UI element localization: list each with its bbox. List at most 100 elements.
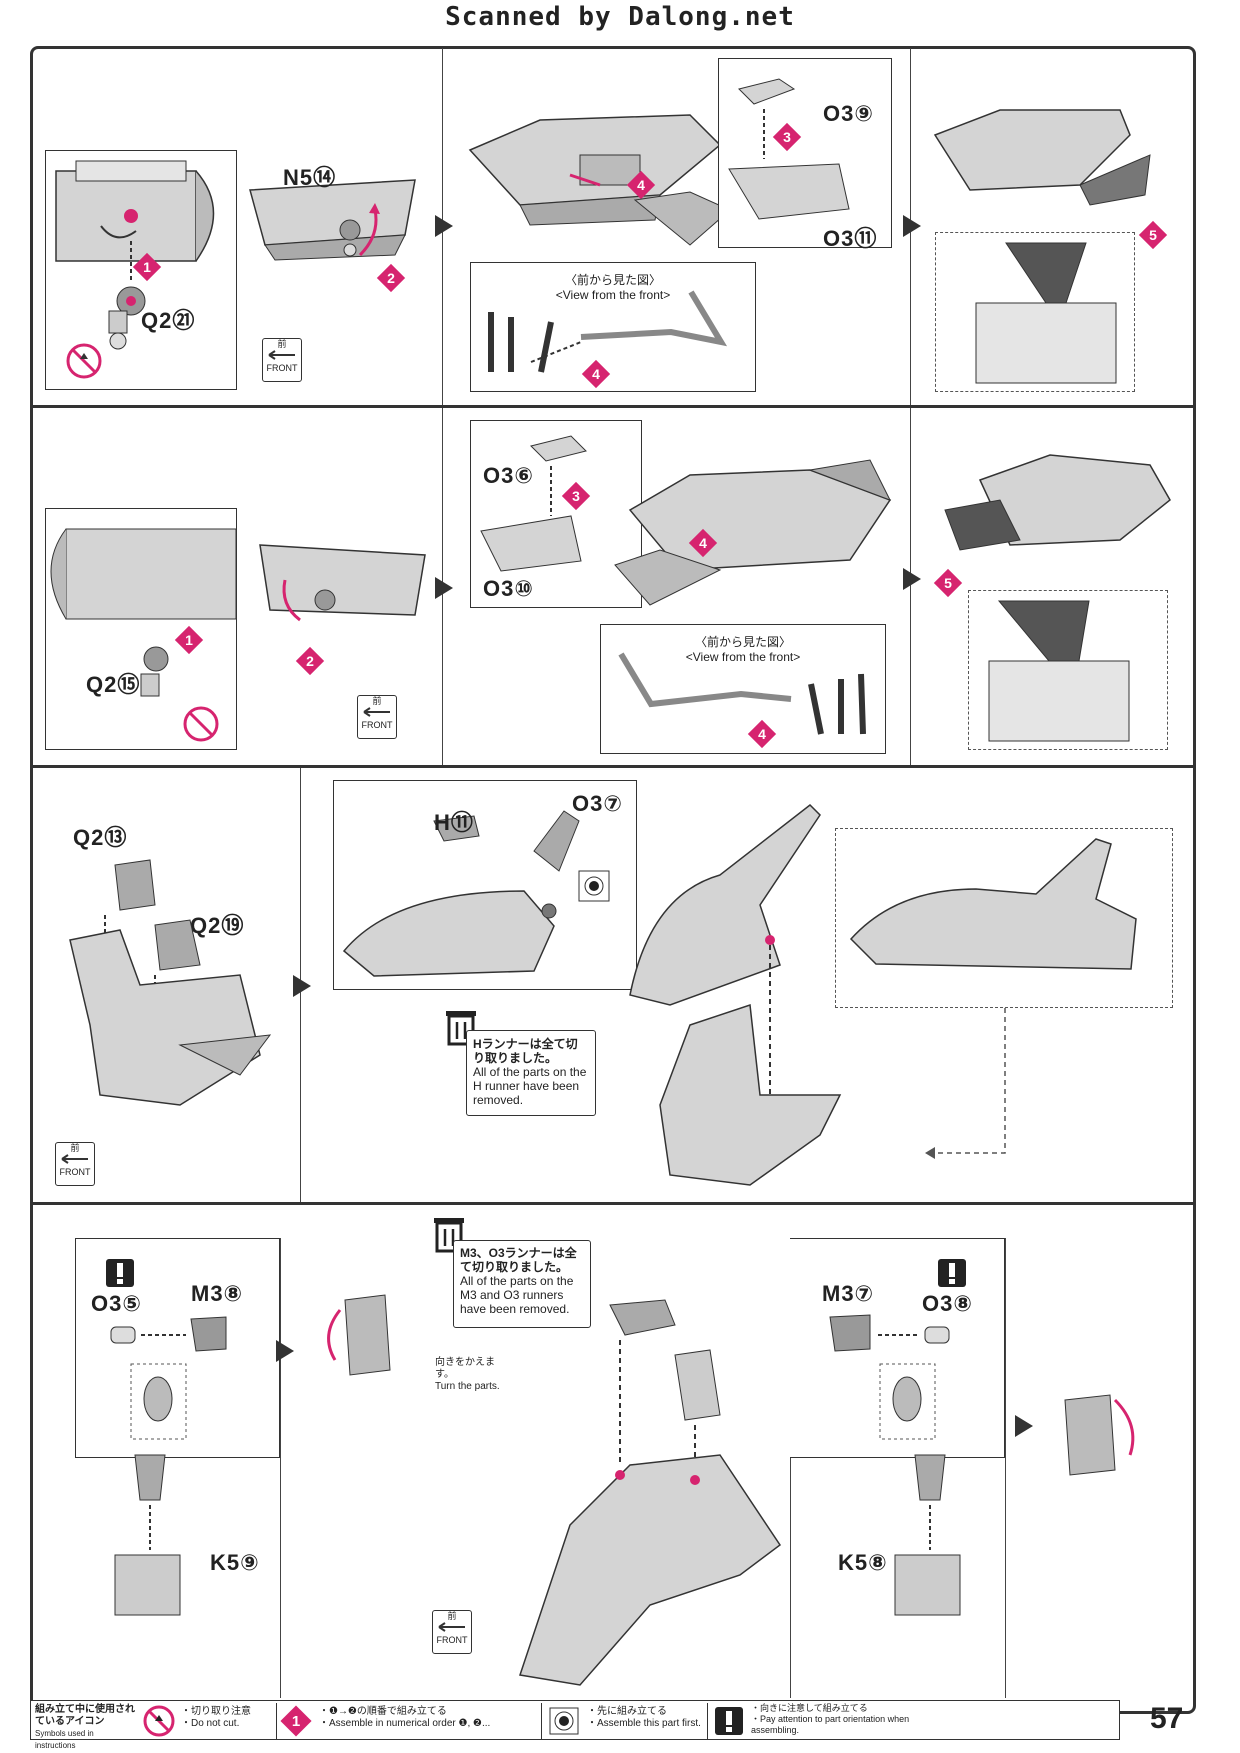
- svg-text:1: 1: [185, 632, 193, 648]
- next-arrow-icon: [435, 215, 453, 237]
- panel-rule: [1005, 1238, 1006, 1698]
- h-runner-note: Hランナーは全て切り取りました。 All of the parts on the…: [466, 1030, 596, 1116]
- legend-title: 組み立て中に使用されているアイコン Symbols used in instru…: [35, 1704, 135, 1752]
- step-2-badge-s2: 2: [295, 646, 325, 679]
- next-arrow-icon: [435, 577, 453, 599]
- arrow-left-icon: [438, 1622, 465, 1632]
- view-front-jp: 〈前から見た図〉: [564, 273, 661, 287]
- legend-attention: ・向きに注意して組み立てる ・Pay attention to part ori…: [751, 1703, 951, 1736]
- part-label-h-11: H⑪: [434, 810, 474, 835]
- turn-note: 向きをかえます。 Turn the parts.: [435, 1357, 505, 1393]
- legend-divider: [276, 1703, 357, 1739]
- front-view-box-s1: 〈前から見た図〉 <View from the front> 4: [470, 262, 756, 392]
- part-label-q2-19: Q2⑲: [190, 913, 245, 938]
- legend-title-en: Symbols used in instructions: [35, 1729, 94, 1750]
- detail-box-q2-15: 1 Q2⑮: [45, 508, 237, 750]
- result-inset-s2: [968, 590, 1168, 750]
- step-4-icon: 4: [688, 528, 718, 558]
- front-en: FRONT: [361, 720, 393, 730]
- h-runner-note-en: All of the parts on the H runner have be…: [473, 1065, 587, 1107]
- m3-o3-note-en: All of the parts on the M3 and O3 runner…: [460, 1274, 574, 1316]
- assemble-first-icon: [549, 1707, 579, 1740]
- page-number: 57: [1150, 1702, 1184, 1735]
- svg-text:5: 5: [1149, 227, 1157, 243]
- step-5-icon: 5: [933, 568, 963, 598]
- panel-rule: [790, 1238, 791, 1698]
- front-en: FRONT: [436, 1635, 468, 1645]
- detail-box-h-11: H⑪ O3⑦: [333, 780, 637, 990]
- legend-divider: [541, 1703, 543, 1739]
- panel-rule: [280, 1238, 281, 1698]
- svg-text:4: 4: [699, 535, 707, 551]
- step-2-icon: 2: [376, 263, 406, 293]
- view-front-en: <View from the front>: [555, 288, 671, 302]
- leg-detail-illustration-s2: [988, 600, 1130, 742]
- svg-text:3: 3: [572, 488, 580, 504]
- part-label-k5-9: K5⑨: [210, 1550, 260, 1575]
- svg-text:2: 2: [387, 270, 395, 286]
- svg-text:4: 4: [637, 177, 645, 193]
- k5-assembly-illustration-left: [114, 1454, 181, 1616]
- fighter-result-illustration: [849, 838, 1137, 970]
- step-1-icon: 1: [174, 625, 204, 655]
- scan-credit: Scanned by Dalong.net: [445, 2, 795, 32]
- legend-attention-en: ・Pay attention to part orientation when …: [751, 1714, 910, 1735]
- front-badge-s1: 前 FRONT: [262, 338, 302, 382]
- part-label-o3-5: O3⑤: [91, 1291, 142, 1316]
- fighter-final-illustration: [519, 1299, 782, 1686]
- do-not-cut-icon: [143, 1705, 175, 1742]
- pin-detail-illustration-right: [829, 1314, 950, 1440]
- leg-assembly-illustration: [69, 859, 272, 1106]
- o3-detail-illustration: [728, 78, 850, 220]
- front-en: FRONT: [266, 363, 298, 373]
- part-label-q2-15: Q2⑮: [86, 672, 141, 697]
- legend-order-en: ・Assemble in numerical order ❶, ❷...: [319, 1718, 491, 1729]
- step-3-icon: 3: [772, 122, 802, 152]
- front-badge-s3: 前 FRONT: [55, 1142, 95, 1186]
- detail-box-o3-9: O3⑨ O3⑪ 3: [718, 58, 892, 251]
- legend-order: ・❶→❷の順番で組み立てる ・Assemble in numerical ord…: [319, 1706, 539, 1730]
- front-jp: 前: [277, 339, 287, 349]
- step-4-icon: 4: [747, 719, 777, 749]
- step-1-icon: 1: [132, 252, 162, 282]
- o3-detail-illustration-s2: [480, 435, 587, 572]
- next-arrow-icon: [903, 215, 921, 237]
- pin-detail-illustration-left: [110, 1316, 227, 1440]
- part-label-n5-14: N5⑭: [283, 165, 337, 190]
- m3-o3-runner-note: M3、O3ランナーは全て切り取りました。 All of the parts on…: [453, 1240, 591, 1328]
- legend-attention-jp: ・向きに注意して組み立てる: [751, 1703, 868, 1713]
- attention-icon-left: [106, 1259, 134, 1292]
- next-arrow-icon: [903, 568, 921, 590]
- peg-detail-illustration: [50, 528, 237, 742]
- part-label-o3-9: O3⑨: [823, 101, 874, 126]
- svg-text:3: 3: [783, 129, 791, 145]
- step-5-badge-s1: 5: [1138, 220, 1168, 253]
- svg-text:4: 4: [758, 726, 766, 742]
- legend-first-jp: ・先に組み立てる: [587, 1706, 667, 1717]
- attention-icon-right: [938, 1259, 966, 1292]
- view-front-en: <View from the front>: [685, 650, 801, 664]
- legend-divider: [707, 1703, 709, 1739]
- detail-box-q2-21: 1 Q2㉑: [45, 150, 237, 390]
- h-runner-note-jp: Hランナーは全て切り取りました。: [473, 1037, 578, 1065]
- part-label-o3-6: O3⑥: [483, 463, 534, 488]
- next-arrow-icon: [293, 975, 311, 997]
- result-inset-s1: [935, 232, 1135, 392]
- legend-order-jp: ・❶→❷の順番で組み立てる: [319, 1706, 447, 1717]
- arrow-left-icon: [61, 1154, 88, 1164]
- front-badge-s2: 前 FRONT: [357, 695, 397, 739]
- next-arrow-icon: [276, 1340, 294, 1362]
- n5-part-illustration: [249, 179, 416, 261]
- legend-title-jp: 組み立て中に使用されているアイコン: [35, 1704, 135, 1727]
- step-1-badge-s2: 1: [174, 625, 204, 658]
- svg-text:1: 1: [292, 1713, 300, 1730]
- section-divider-2: [30, 765, 1196, 768]
- view-front-jp: 〈前から見た図〉: [694, 635, 791, 649]
- section-divider-3: [30, 1202, 1196, 1205]
- svg-text:5: 5: [944, 575, 952, 591]
- section-divider-1: [30, 405, 1196, 408]
- turn-note-jp: 向きをかえます。: [435, 1357, 495, 1380]
- turn-note-en: Turn the parts.: [435, 1381, 500, 1392]
- dashed-pointer-arrow: [925, 1008, 1006, 1159]
- legend-do-not-cut-jp: ・切り取り注意: [181, 1706, 251, 1717]
